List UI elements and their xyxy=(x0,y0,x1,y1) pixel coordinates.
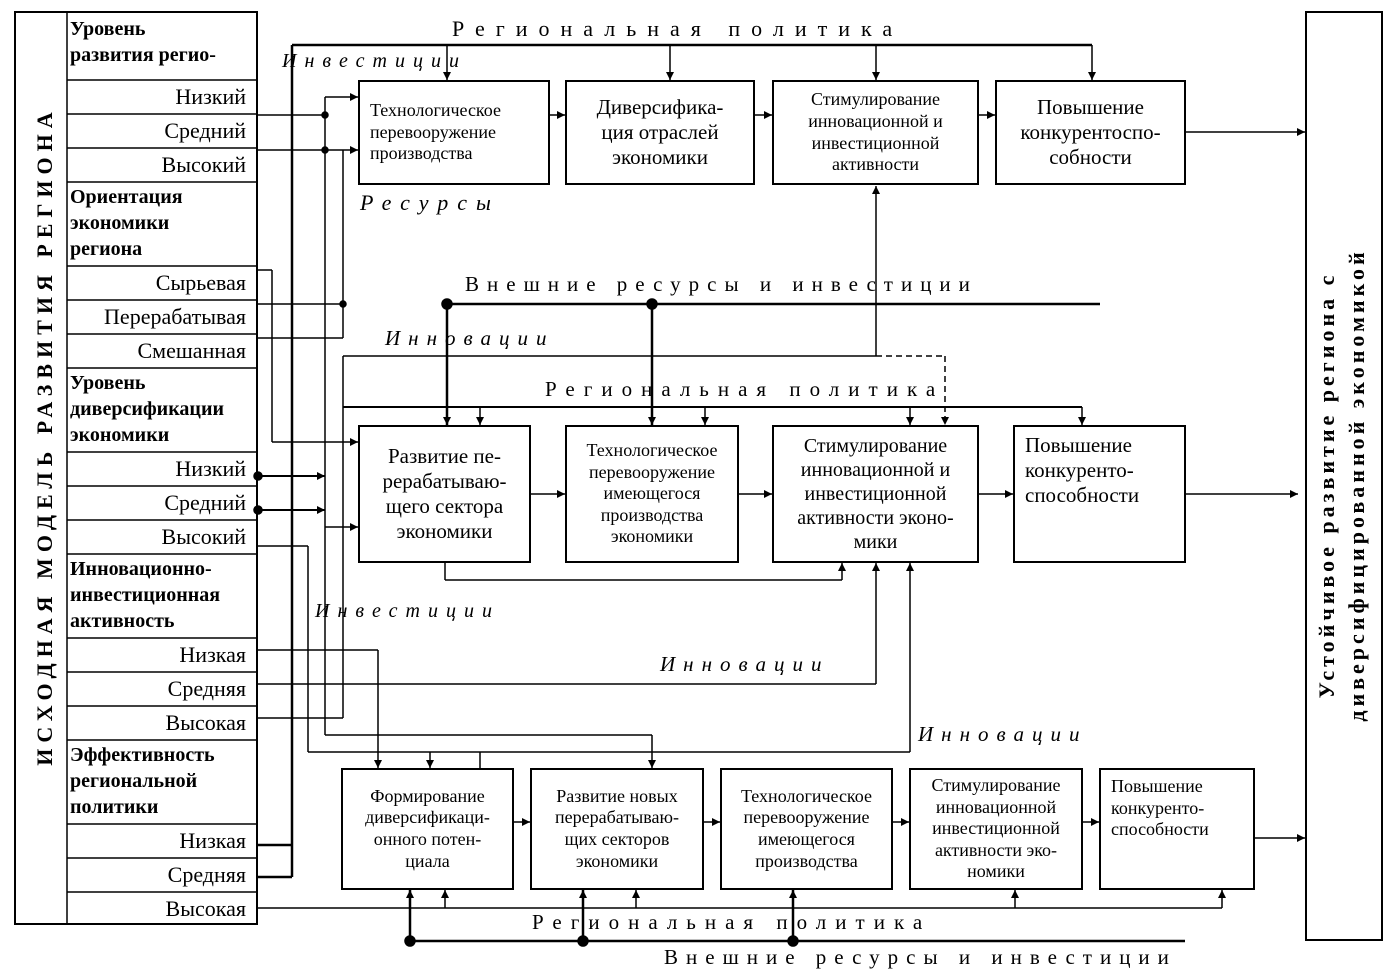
label-innovations-2: Инновации xyxy=(660,652,830,676)
label-regional-policy-mid: Региональная политика xyxy=(545,377,945,401)
option-orientation-processing: Перерабатывая xyxy=(104,304,246,329)
right-panel-title: Устойчивое развитие региона с диверсифиц… xyxy=(1314,248,1369,722)
option-innovation-low: Низкая xyxy=(179,642,246,667)
option-development-low: Низкий xyxy=(175,84,246,109)
option-orientation-raw: Сырьевая xyxy=(155,270,246,295)
option-development-high: Высокий xyxy=(161,152,246,177)
label-investments-mid: Инвестиции xyxy=(315,600,500,622)
option-policy-low: Низкая xyxy=(179,828,246,853)
label-external-resources-bottom: Внешние ресурсы и инвестиции xyxy=(664,945,1177,969)
option-policy-high: Высокая xyxy=(165,896,246,921)
option-innovation-high: Высокая xyxy=(165,710,246,735)
label-innovations-1: Инновации xyxy=(385,326,555,350)
label-investments-top: Инвестиции xyxy=(282,50,467,72)
option-diversification-low: Низкий xyxy=(175,456,246,481)
option-diversification-medium: Средний xyxy=(164,490,246,515)
group-header-economy-orientation: Ориентация экономики региона xyxy=(70,186,183,260)
label-innovations-3: Инновации xyxy=(918,722,1088,746)
group-header-development-level: Уровень развития регио- xyxy=(70,18,216,66)
label-regional-policy-bottom: Региональная политика xyxy=(532,910,932,934)
option-policy-medium: Средняя xyxy=(167,862,246,887)
option-innovation-medium: Средняя xyxy=(167,676,246,701)
group-header-diversification-level: Уровень диверсификации экономики xyxy=(70,372,224,446)
left-panel-title: ИСХОДНАЯ МОДЕЛЬ РАЗВИТИЯ РЕГИОНА xyxy=(32,106,57,766)
label-external-resources-top: Внешние ресурсы и инвестиции xyxy=(465,272,978,296)
option-development-medium: Средний xyxy=(164,118,246,143)
label-resources: Ресурсы xyxy=(360,190,500,215)
label-regional-policy-top: Региональная политика xyxy=(452,16,904,41)
group-header-innovation-activity: Инновационно- инвестиционная активность xyxy=(70,558,221,632)
group-header-policy-efficiency: Эффективность региональной политики xyxy=(70,744,215,818)
option-orientation-mixed: Смешанная xyxy=(137,338,247,363)
option-diversification-high: Высокий xyxy=(161,524,246,549)
